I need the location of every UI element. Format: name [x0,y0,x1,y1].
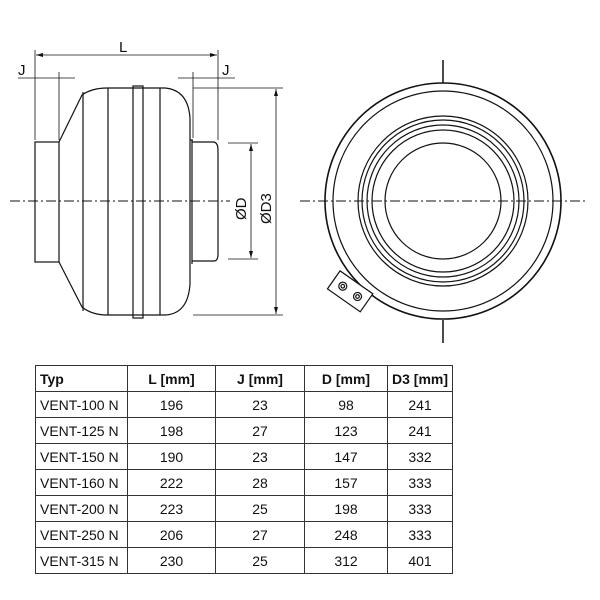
cell-d3: 333 [387,495,453,522]
mounting-bracket [326,270,374,313]
cell-d: 312 [304,547,388,574]
header-d3: D3 [mm] [387,365,453,392]
cell-d3: 332 [387,443,453,470]
header-typ: Typ [35,365,128,392]
label-j-left: J [18,62,26,79]
cell-d3: 401 [387,547,453,574]
fan-body [58,87,191,316]
cell-l: 190 [127,443,216,470]
cell-j: 23 [215,391,305,418]
cell-d: 157 [304,469,388,496]
cell-l: 196 [127,391,216,418]
outlet-collar [191,140,219,264]
cell-d3: 241 [387,417,453,444]
cell-d: 123 [304,417,388,444]
cell-typ: VENT-200 N [35,495,128,522]
duct-opening [384,142,502,260]
cell-j: 23 [215,443,305,470]
outer-housing [324,82,562,320]
cell-j: 27 [215,521,305,548]
header-d: D [mm] [304,365,388,392]
cell-d: 98 [304,391,388,418]
header-l: L [mm] [127,365,216,392]
cell-d3: 241 [387,391,453,418]
cell-typ: VENT-250 N [35,521,128,548]
label-d: ØD [233,197,250,220]
cell-d: 198 [304,495,388,522]
cell-j: 25 [215,495,305,522]
cell-l: 198 [127,417,216,444]
cell-l: 223 [127,495,216,522]
specification-table: Typ L [mm] J [mm] D [mm] D3 [mm] VENT-10… [35,365,453,574]
cell-j: 25 [215,547,305,574]
label-l: L [119,39,127,56]
label-j-right: J [222,62,230,79]
cell-typ: VENT-150 N [35,443,128,470]
cell-l: 222 [127,469,216,496]
cell-d3: 333 [387,469,453,496]
cell-d: 248 [304,521,388,548]
header-j: J [mm] [215,365,305,392]
cell-j: 28 [215,469,305,496]
cell-l: 206 [127,521,216,548]
cell-typ: VENT-160 N [35,469,128,496]
center-band [132,85,144,319]
cell-typ: VENT-100 N [35,391,128,418]
table-header-row: Typ L [mm] J [mm] D [mm] D3 [mm] [35,365,453,392]
cell-typ: VENT-315 N [35,547,128,574]
front-view [300,60,588,343]
cell-j: 27 [215,417,305,444]
cell-d: 147 [304,443,388,470]
cell-l: 230 [127,547,216,574]
cell-typ: VENT-125 N [35,417,128,444]
label-d3: ØD3 [258,193,275,224]
cell-d3: 333 [387,521,453,548]
inlet-collar [34,141,60,263]
side-view: L J J ØD ØD3 [10,39,283,319]
